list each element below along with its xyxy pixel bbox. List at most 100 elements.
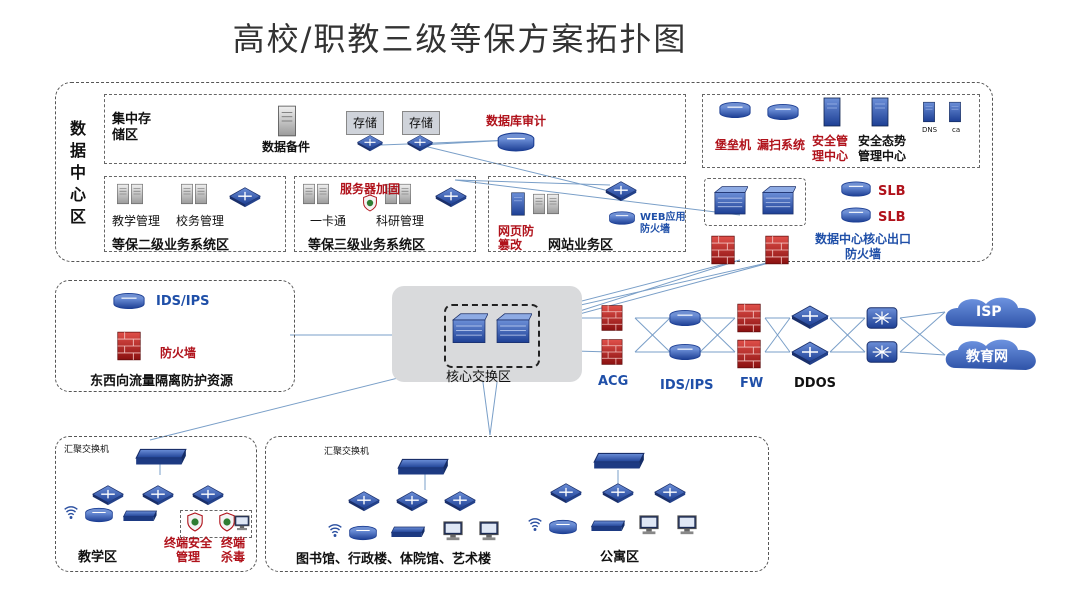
campus-zone — [265, 436, 769, 572]
library-access-switch-icon-3 — [442, 490, 478, 512]
dc-exit-firewall-icon-2 — [764, 234, 790, 266]
dorm-access-switch-icon-2 — [600, 482, 636, 504]
level2-zone — [104, 176, 286, 252]
ddos-icon-1 — [790, 302, 830, 332]
library-wifi-icon — [326, 522, 344, 540]
level3-item-2: 科研管理 — [376, 214, 425, 228]
ew-fw-label: 防火墙 — [160, 346, 197, 360]
sec-situation-label: 安全态势管理中心 — [858, 134, 907, 163]
dorm-zone-label: 公寓区 — [600, 550, 640, 565]
page-title: 高校/职教三级等保方案拓扑图 — [232, 20, 688, 58]
teaching-access-switch-icon-2 — [140, 484, 176, 506]
teaching-projector-icon — [122, 508, 158, 524]
teaching-server-icon-2 — [130, 182, 144, 206]
admin-server-icon-2 — [194, 182, 208, 206]
egress-router-icon-1 — [864, 304, 900, 332]
sec-mgmt-label: 安全管理中心 — [812, 134, 849, 163]
acg-icon-1 — [594, 304, 630, 332]
library-access-switch-icon-2 — [394, 490, 430, 512]
teaching-access-switch-icon-1 — [90, 484, 126, 506]
level2-switch-icon — [228, 186, 262, 208]
web-server-icon-2 — [546, 192, 560, 216]
card-server-icon-2 — [316, 182, 330, 206]
ew-ids-icon — [112, 290, 146, 312]
teaching-wifi-icon — [62, 504, 80, 522]
isp-label: ISP — [976, 304, 1002, 320]
teaching-server-icon-1 — [116, 182, 130, 206]
vuln-scan-icon — [766, 102, 800, 122]
core-zone-label: 核心交换区 — [446, 370, 512, 385]
dc-core-switch-icon-1 — [712, 184, 748, 218]
level2-item-1: 教学管理 — [112, 214, 161, 228]
slb-icon-1 — [840, 180, 872, 198]
ew-ids-label: IDS/IPS — [156, 294, 210, 309]
slb-label-1: SLB — [878, 184, 906, 199]
level3-item-1: 一卡通 — [310, 214, 347, 228]
library-ap-icon — [348, 524, 378, 542]
level2-zone-label: 等保二级业务系统区 — [112, 238, 230, 253]
egress-fw-icon-1 — [736, 302, 762, 334]
egress-router-icon-2 — [864, 338, 900, 366]
web-zone-label: 网站业务区 — [548, 238, 614, 253]
ca-server-icon — [948, 100, 962, 124]
bastion-icon — [718, 100, 752, 120]
dns-server-icon — [922, 100, 936, 124]
core-switch-icon-2 — [494, 312, 532, 346]
storage-tag-2: 存储 — [402, 111, 440, 135]
dorm-pc-icon-1 — [636, 514, 662, 536]
datacenter-label: 数据中心区 — [67, 120, 86, 230]
storage-switch-icon-1 — [356, 134, 384, 152]
db-audit-label: 数据库审计 — [486, 114, 547, 128]
core-switch-frame — [444, 304, 540, 368]
acg-label: ACG — [598, 374, 629, 389]
teaching-terminal-box — [180, 510, 252, 538]
library-pc-icon-2 — [476, 520, 502, 542]
dorm-device-icon — [590, 518, 626, 534]
dc-exit-fw-label: 数据中心核心出口防火墙 — [814, 232, 911, 261]
web-tamper-icon — [510, 190, 526, 218]
teaching-agg-switch-icon — [134, 446, 188, 468]
web-server-icon-1 — [532, 192, 546, 216]
ew-firewall-icon — [116, 330, 142, 362]
ew-zone-label: 东西向流量隔离防护资源 — [90, 374, 234, 389]
teaching-zone-label: 教学区 — [78, 550, 118, 565]
waf-label: WEB应用防火墙 — [640, 212, 686, 235]
teaching-ap-icon — [84, 506, 114, 524]
teaching-pc-icon — [232, 514, 252, 532]
library-agg-switch-icon — [396, 456, 450, 478]
dorm-access-switch-icon-1 — [548, 482, 584, 504]
ops-zone — [702, 94, 980, 168]
dc-core-switch-icon-2 — [760, 184, 796, 218]
slb-label-2: SLB — [878, 210, 906, 225]
campus-agg-label: 汇聚交换机 — [324, 447, 370, 457]
data-backup-label: 数据备件 — [262, 140, 311, 154]
east-west-zone — [55, 280, 295, 392]
waf-icon — [608, 208, 636, 228]
terminal-mgmt-icon — [186, 512, 204, 532]
web-switch-icon — [604, 180, 638, 202]
dorm-ap-icon — [548, 518, 578, 536]
egress-fw-icon-2 — [736, 338, 762, 370]
ddos-icon-2 — [790, 338, 830, 368]
level3-zone — [294, 176, 476, 252]
storage-switch-icon-2 — [406, 134, 434, 152]
datacenter-zone — [55, 82, 993, 262]
teaching-agg-label: 汇聚交换机 — [64, 445, 110, 455]
egress-fw-label: FW — [740, 376, 764, 391]
web-tamper-label: 网页防篡改 — [498, 224, 535, 252]
sec-situation-icon — [870, 96, 890, 128]
slb-icon-2 — [840, 206, 872, 224]
level3-zone-label: 等保三级业务系统区 — [308, 238, 426, 253]
egress-ids-icon-1 — [668, 308, 702, 328]
storage-zone-label: 集中存储区 — [112, 112, 152, 143]
library-access-switch-icon-1 — [346, 490, 382, 512]
ca-label: ca — [952, 126, 961, 134]
dorm-wifi-icon — [526, 516, 544, 534]
storage-zone — [104, 94, 686, 164]
level2-item-2: 校务管理 — [176, 214, 225, 228]
dc-exit-firewall-icon-1 — [710, 234, 736, 266]
isp-cloud-icon — [945, 297, 1036, 328]
egress-ids-icon-2 — [668, 342, 702, 362]
storage-tag-1: 存储 — [346, 111, 384, 135]
server-hardening-label: 服务器加固 — [340, 182, 401, 196]
